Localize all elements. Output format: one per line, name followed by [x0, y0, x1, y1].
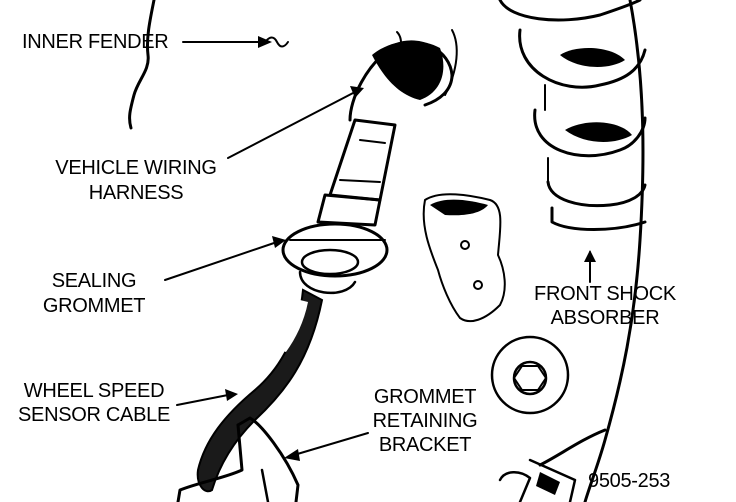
mount-bolt — [490, 335, 570, 415]
label-sealing-grommet-line2: GROMMET — [42, 295, 146, 317]
label-grommet-retaining-bracket-line3: BRACKET — [378, 434, 472, 456]
label-grommet-retaining-bracket-line2: RETAINING — [372, 410, 478, 432]
label-wheel-speed-sensor-cable-line1: WHEEL SPEED — [23, 380, 165, 402]
retaining-bracket — [176, 416, 300, 502]
sensor-cable — [196, 288, 324, 493]
label-front-shock-absorber-line2: ABSORBER — [550, 307, 660, 329]
label-vehicle-wiring-harness-line1: VEHICLE WIRING — [55, 157, 217, 179]
label-wheel-speed-sensor-cable-line2: SENSOR CABLE — [17, 404, 170, 426]
label-front-shock-absorber-line1: FRONT SHOCK — [534, 283, 676, 305]
sealing-grommet — [281, 222, 389, 295]
leader-lines — [164, 36, 596, 461]
label-inner-fender: INNER FENDER — [22, 31, 169, 53]
lower-connector — [498, 428, 607, 502]
wiring-harness — [316, 40, 454, 227]
figure-number: 9505-253 — [588, 470, 671, 492]
label-vehicle-wiring-harness-line2: HARNESS — [88, 182, 184, 204]
shock-tower-outline — [583, 0, 645, 502]
coil-spring — [498, 0, 647, 231]
label-sealing-grommet-line1: SEALING — [51, 270, 137, 292]
label-grommet-retaining-bracket-line1: GROMMET — [373, 386, 477, 408]
fender-hole — [422, 193, 506, 323]
